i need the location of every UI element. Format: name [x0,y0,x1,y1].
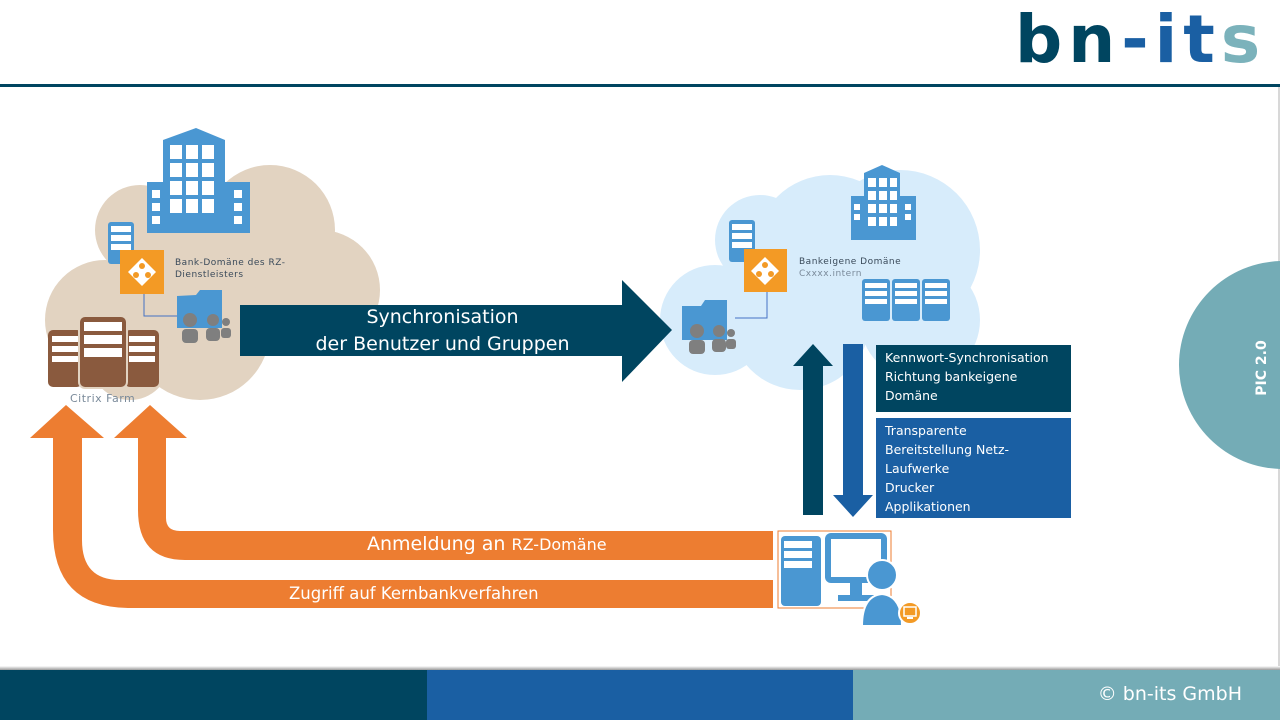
login-label-main: Anmeldung an [367,533,506,555]
box-line: Laufwerke [885,461,950,476]
sync-label-line1: Synchronisation [366,306,519,328]
right-connector-line [735,292,768,319]
logo-part-bn: bn [1015,1,1122,78]
box-line: Richtung bankeigene [885,369,1018,384]
right-users-folder-icon [682,300,736,354]
down-arrow [833,344,873,517]
left-building-icon [147,128,250,233]
left-active-directory-icon [120,250,164,294]
sync-label-line2: der Benutzer und Gruppen [315,333,570,355]
box-line: Domäne [885,388,938,403]
logo-part-it: -it [1121,1,1221,78]
side-tab: PIC 2.0 [1250,340,1274,400]
access-arrow-label: Zugriff auf Kernbankverfahren [289,584,539,603]
right-building-icon [851,165,916,240]
citrix-farm-server-icon [48,315,159,389]
sync-arrow [240,280,672,382]
logo-part-s: s [1220,1,1267,78]
citrix-farm-label: Citrix Farm [70,392,136,405]
footer-shadow [0,666,1280,670]
box-line: Applikationen [885,499,971,514]
up-arrow [793,344,833,515]
copyright-text: © bn-its GmbH [1097,683,1242,705]
right-active-directory-icon [744,249,787,292]
left-connector-line [143,294,178,317]
workstation-user-icon [777,530,922,627]
bn-its-logo: bn-its [1015,5,1266,75]
left-users-folder-icon [177,290,231,343]
side-tab-shape [1179,261,1280,469]
login-arrow [114,405,773,560]
footer-band-blue [427,670,853,720]
right-domain-label: Bankeigene Domäne Cxxxx.intern [799,256,901,280]
resource-provision-box: Transparente Bereitstellung Netz- Laufwe… [876,418,1071,518]
access-arrow [30,405,773,608]
right-domain-name: Bankeigene Domäne [799,257,902,267]
right-domain-fqdn: Cxxxx.intern [799,269,862,279]
header-divider [0,84,1280,87]
side-tab-label: PIC 2.0 [1254,340,1270,396]
sync-arrow-label: Synchronisation der Benutzer und Gruppen [240,304,645,358]
box-line: Drucker [885,480,935,495]
footer-band-navy [0,670,427,720]
password-sync-box: Kennwort-Synchronisation Richtung bankei… [876,345,1071,412]
login-label-domain: RZ-Domäne [511,535,607,554]
box-line: Bereitstellung Netz- [885,442,1010,457]
right-server-rack-icon [862,279,950,321]
footer-band-teal [853,670,1280,720]
box-line: Transparente [885,423,967,438]
left-domain-label: Bank-Domäne des RZ-Dienstleisters [175,258,286,280]
box-line: Kennwort-Synchronisation [885,350,1049,365]
login-arrow-label: Anmeldung an RZ-Domäne [367,533,607,555]
